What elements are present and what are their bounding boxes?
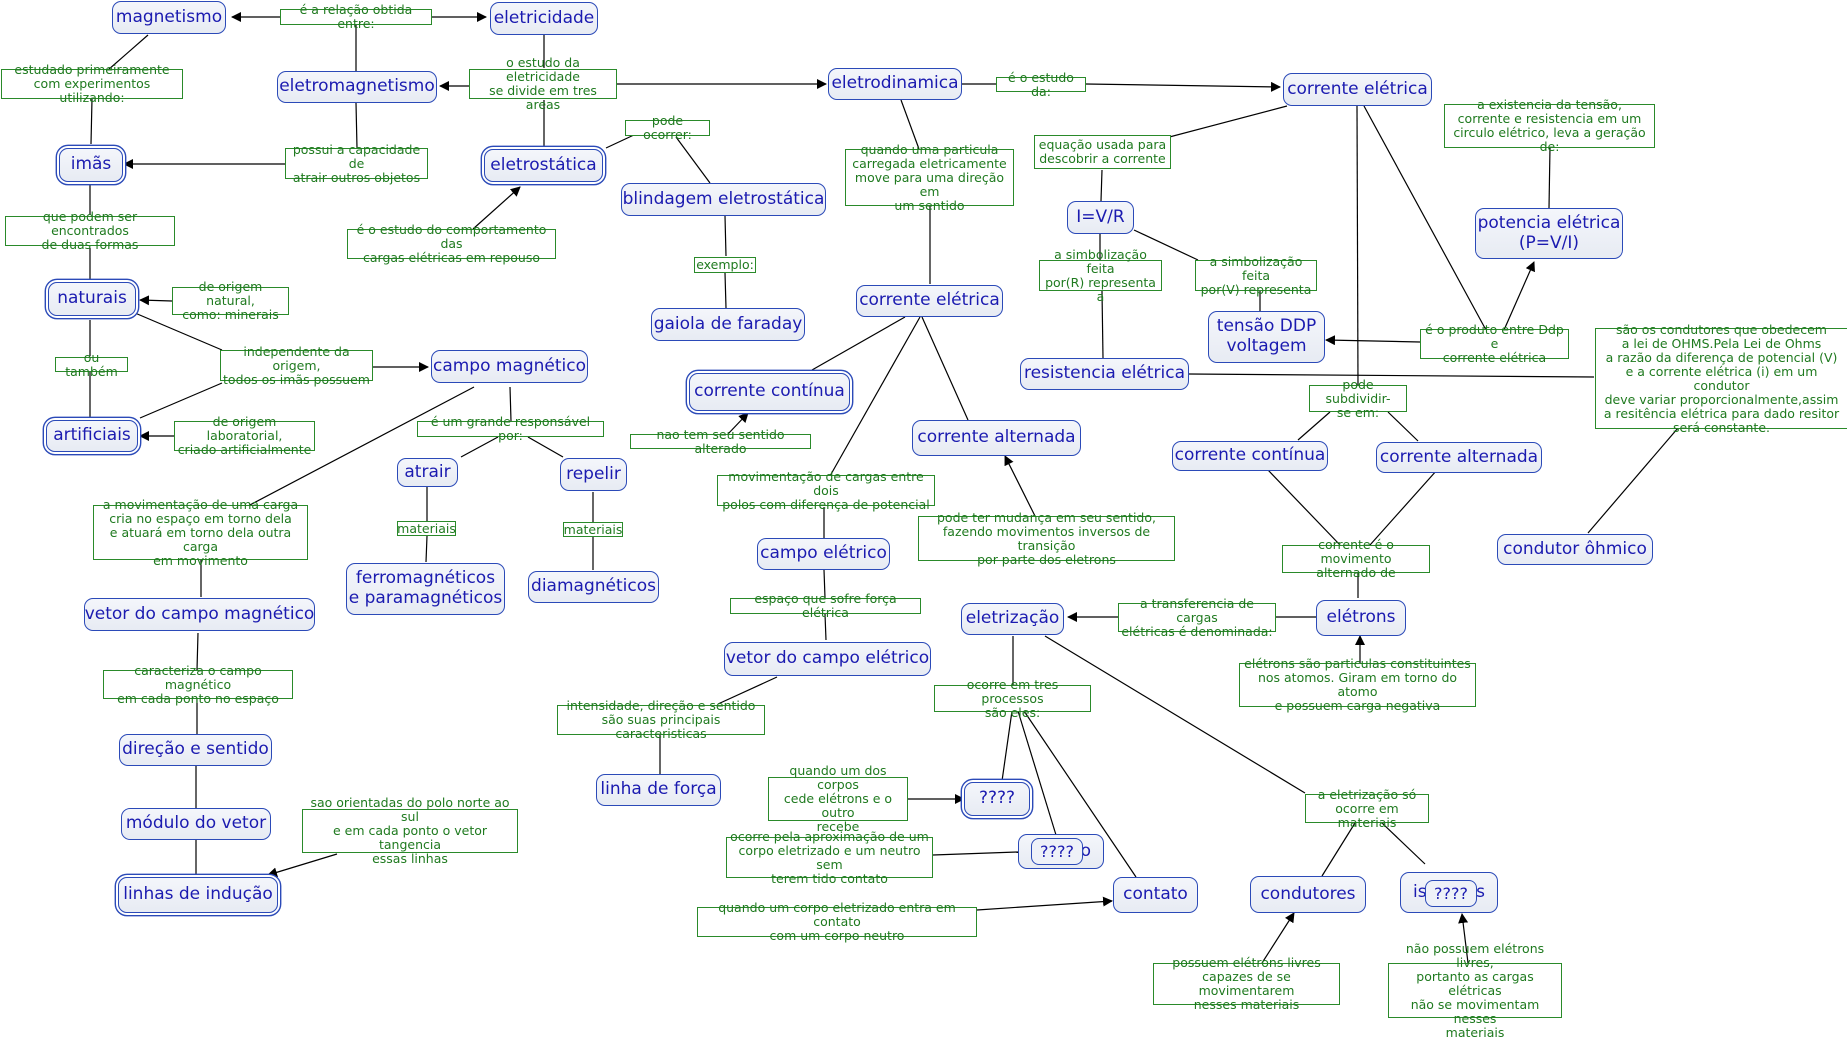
node-corrente-eletrica-mid[interactable]: corrente elétrica [856,285,1003,317]
node-diamagneticos[interactable]: diamagnéticos [528,571,659,603]
isolantes-overlay: ???? [1425,880,1477,907]
label-equacao: equação usada para descobrir a corrente [1034,135,1171,169]
label-caracteriza: caracteriza o campo magnético em cada po… [103,663,293,705]
node-atrito[interactable]: ???? [964,782,1030,816]
label-laboratorial: de origem laboratorial, criado artificia… [174,415,315,457]
node-direcao-e-sentido[interactable]: direção e sentido [119,734,272,766]
node-artificiais[interactable]: artificiais [46,420,138,452]
label-subdividir: pode subdividir- se em: [1309,377,1407,419]
label-movimentacao-cargas: movimentação de cargas entre dois polos … [717,469,935,511]
label-comportamento: é o estudo do comportamento das cargas e… [347,223,556,265]
label-orientadas: sao orientadas do polo norte ao sul e em… [302,796,518,866]
node-campo-eletrico[interactable]: campo elétrico [757,538,890,570]
label-intensidade: intensidade, direção e sentido são suas … [557,699,765,741]
label-materiais-2: materiais [563,521,623,537]
node-blindagem-eletrostatica[interactable]: blindagem eletrostática [621,183,826,216]
node-ferromagneticos[interactable]: ferromagnéticos e paramagnéticos [346,563,505,615]
node-resistencia-eletrica[interactable]: resistencia elétrica [1020,358,1189,390]
label-simbolizacao-r: a simbolização feita por(R) representa a [1039,247,1162,303]
label-nao-alterado: nao tem seu sentido alterado [630,427,811,455]
label-condutores-ohms: são os condutores que obedecem a lei de … [1595,322,1847,434]
node-naturais[interactable]: naturais [48,282,136,316]
node-eletrons[interactable]: elétrons [1316,600,1406,636]
node-campo-magnetico[interactable]: campo magnético [431,350,588,383]
label-existencia: a existencia da tensão, corrente e resis… [1444,98,1655,154]
label-capacidade: possui a capacidade de atrair outros obj… [285,142,428,184]
label-possuem: possuem elétrons livres capazes de se mo… [1153,956,1340,1012]
node-eletricidade[interactable]: eletricidade [490,2,598,35]
node-magnetismo[interactable]: magnetismo [112,1,226,34]
node-isolantes-prefix: is [1413,881,1427,902]
label-podem-ser: que podem ser encontrados de duas formas [5,210,175,252]
node-isolantes-suffix: s [1476,881,1485,902]
label-movimento-alternado: corrente é o movimento alternado de [1282,538,1430,580]
node-inducao-suffix: o [1080,840,1091,861]
node-eletrostatica[interactable]: eletrostática [484,149,603,182]
label-tres-processos: ocorre em tres processos são eles: [934,677,1091,719]
label-exemplo: exemplo: [694,257,756,273]
node-condutores[interactable]: condutores [1250,876,1366,913]
label-ou-tambem: ou também [55,350,128,378]
node-corrente-continua-left[interactable]: corrente contínua [689,373,850,411]
node-condutor-ohmico[interactable]: condutor ôhmico [1497,534,1653,565]
node-linha-de-forca[interactable]: linha de força [596,774,721,806]
node-ivr[interactable]: I=V/R [1067,201,1134,234]
label-materiais-1: materiais [397,520,456,536]
node-corrente-alternada-left[interactable]: corrente alternada [912,420,1081,456]
node-tensao-ddp[interactable]: tensão DDP voltagem [1208,311,1325,363]
label-origem-natural: de origem natural, como: minerais [172,280,289,322]
label-quando-particula: quando uma particula carregada eletricam… [845,142,1014,212]
node-corrente-eletrica-top[interactable]: corrente elétrica [1283,73,1432,106]
label-entra-contato: quando um corpo eletrizado entra em cont… [697,901,977,943]
label-relacao: é a relação obtida entre: [280,3,432,31]
label-estudo-da: é o estudo da: [996,70,1086,98]
label-espaco: espaço que sofre força elétrica [730,592,921,620]
label-simbolizacao-v: a simbolização feita por(V) representa [1195,254,1317,296]
label-cede: quando um dos corpos cede elétrons e o o… [768,764,908,834]
node-vetor-campo-magnetico[interactable]: vetor do campo magnético [84,598,315,631]
node-eletromagnetismo[interactable]: eletromagnetismo [277,71,437,103]
label-aproximacao: ocorre pela aproximação de um corpo elet… [726,829,933,885]
label-transferencia: a transferencia de cargas elétricas é de… [1118,596,1276,638]
label-so-ocorre: a eletrização só ocorre em materiais [1305,787,1429,829]
node-gaiola-de-faraday[interactable]: gaiola de faraday [651,308,805,341]
label-eletrons-particulas: elétrons são particulas constituintes no… [1239,657,1476,713]
label-estudado: estudado primeiramente com experimentos … [1,63,183,105]
node-eletrodinamica[interactable]: eletrodinamica [828,68,962,100]
label-divide: o estudo da eletricidade se divide em tr… [469,56,617,112]
label-independente: independente da origem, todos os imãs po… [220,344,373,386]
node-potencia-eletrica[interactable]: potencia elétrica (P=V/I) [1475,208,1623,259]
node-contato[interactable]: contato [1113,877,1198,913]
label-mudanca: pode ter mudança em seu sentido, fazendo… [918,510,1175,566]
label-grande-responsavel: é um grande responsável por: [417,415,604,443]
label-pode-ocorrer: pode ocorrer: [625,114,710,142]
node-atrair[interactable]: atrair [397,458,458,487]
node-corrente-continua-right[interactable]: corrente contínua [1172,441,1328,471]
node-modulo-do-vetor[interactable]: módulo do vetor [121,808,271,840]
label-nao-possuem: não possuem elétrons livres, portanto as… [1388,941,1562,1039]
node-vetor-campo-eletrico[interactable]: vetor do campo elétrico [724,642,931,676]
node-eletrizacao[interactable]: eletrização [961,603,1064,635]
label-produto: é o produto entre Ddp e corrente elétric… [1420,323,1569,365]
node-corrente-alternada-right[interactable]: corrente alternada [1376,442,1542,473]
label-movimentacao-carga: a movimentação de uma carga cria no espa… [93,497,308,567]
node-linhas-de-inducao[interactable]: linhas de indução [118,877,278,913]
node-imas[interactable]: imãs [59,148,123,182]
node-repelir[interactable]: repelir [560,458,627,491]
inducao-overlay: ???? [1031,838,1083,865]
